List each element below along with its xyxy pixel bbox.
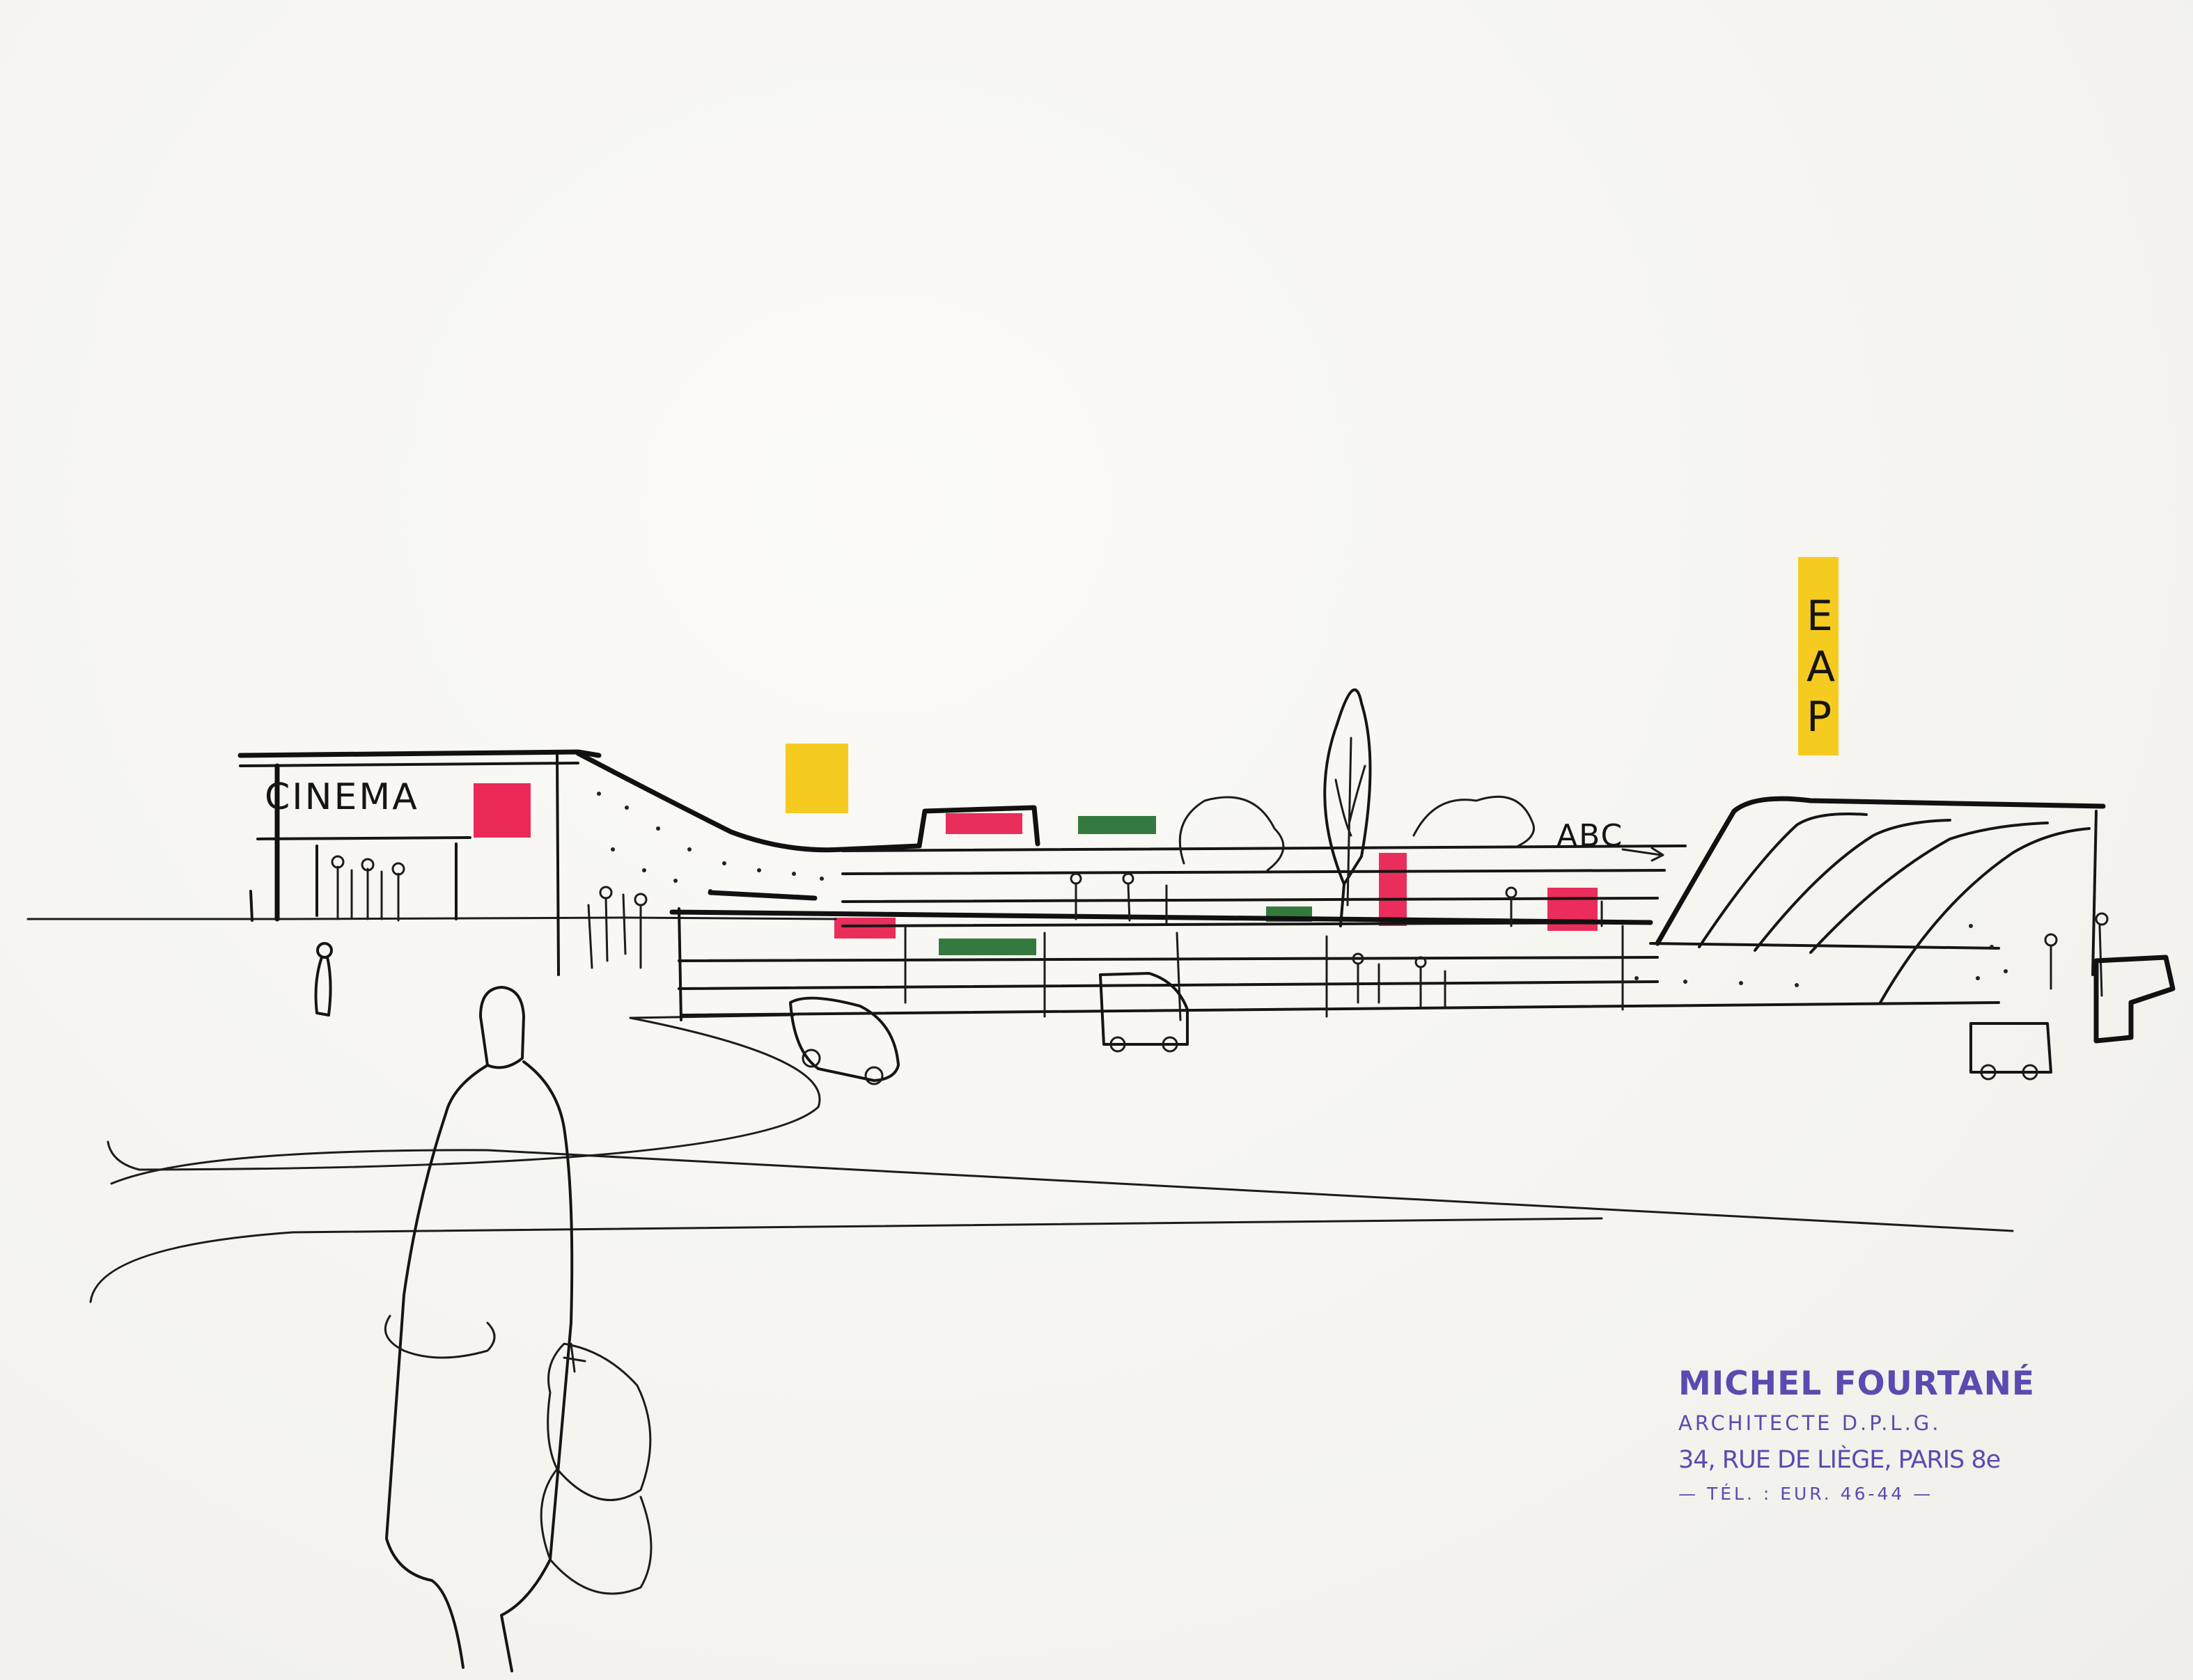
cinema-building: CINEMA <box>237 749 922 1016</box>
yellow-patch <box>786 744 848 813</box>
eap-letter-a: A <box>1806 643 1835 691</box>
central-gallery: ABC <box>587 688 2000 1021</box>
marker-patches <box>474 557 1839 955</box>
green-patch-1 <box>1078 816 1156 834</box>
abc-sign-text: ABC <box>1556 818 1623 854</box>
stamp-title: ARCHITECTE D.P.L.G. <box>1678 1411 1942 1435</box>
vehicles <box>789 955 2176 1085</box>
eap-letter-e: E <box>1806 592 1833 641</box>
red-patch-mid <box>1379 853 1407 926</box>
stamp-phone: — TÉL. : EUR. 46-44 — <box>1678 1484 1934 1504</box>
eap-letter-p: P <box>1806 693 1832 741</box>
green-patch-3 <box>939 939 1036 955</box>
red-patch-cinema <box>474 783 531 838</box>
ground-lines <box>26 916 2014 1303</box>
right-wing <box>1634 796 2109 1004</box>
yellow-sign-eap <box>1798 557 1839 755</box>
red-patch-right <box>1547 888 1598 931</box>
red-patch-upper <box>946 813 1022 834</box>
stamp-address: 34, RUE DE LIÈGE, PARIS 8e <box>1678 1446 2001 1474</box>
cinema-sign-text: CINEMA <box>265 776 419 818</box>
red-patch-lower <box>834 918 896 939</box>
foreground-figure <box>384 986 653 1672</box>
architect-stamp: MICHEL FOURTANÉ ARCHITECTE D.P.L.G. 34, … <box>1678 1365 2040 1504</box>
eap-sign: E A P <box>1806 592 1835 741</box>
stamp-name: MICHEL FOURTANÉ <box>1678 1365 2036 1403</box>
